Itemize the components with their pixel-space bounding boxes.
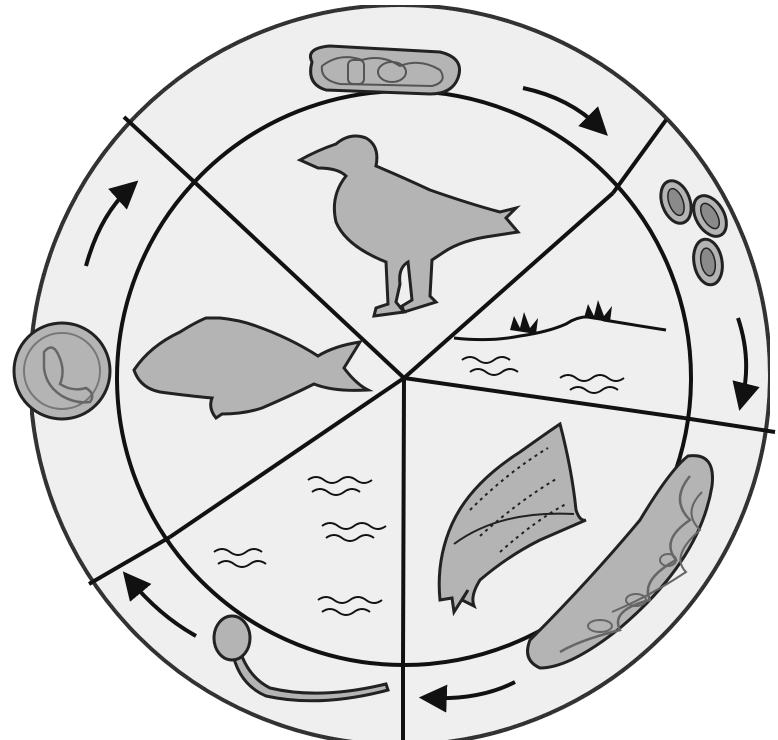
cyst-icon	[14, 323, 110, 419]
adult-fluke-icon	[310, 46, 459, 94]
